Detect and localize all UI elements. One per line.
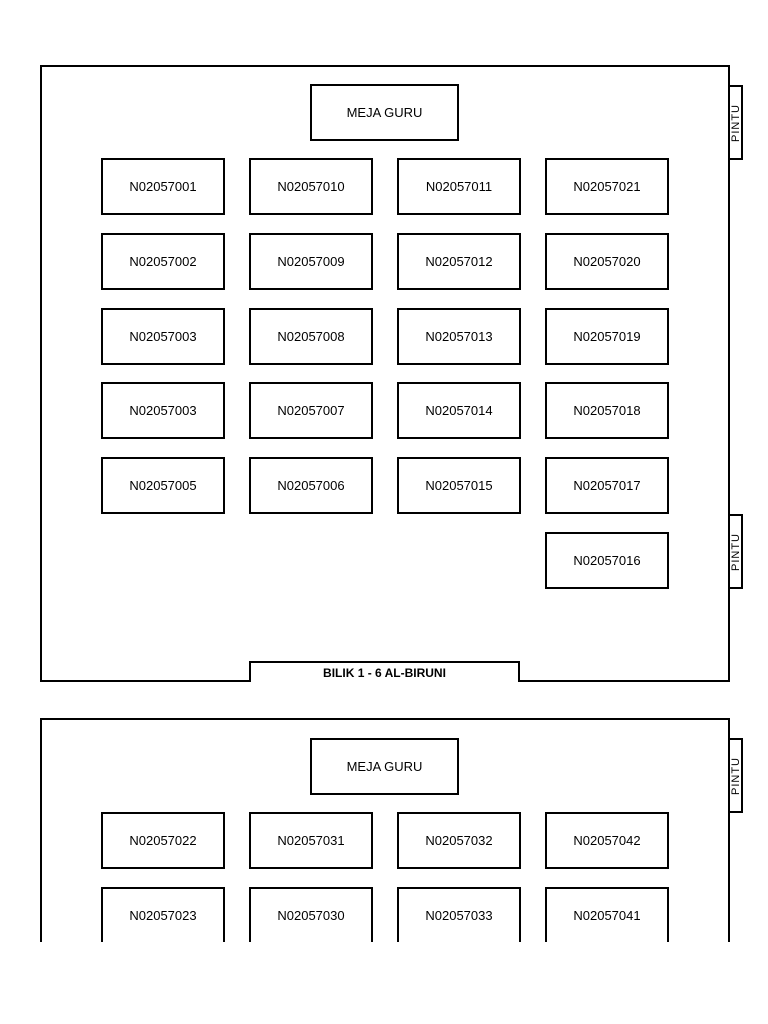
student-desk: N02057013 (397, 308, 521, 365)
student-desk: N02057001 (101, 158, 225, 215)
student-desk: N02057020 (545, 233, 669, 290)
student-desk: N02057032 (397, 812, 521, 869)
teacher-desk: MEJA GURU (310, 84, 459, 141)
student-desk: N02057018 (545, 382, 669, 439)
student-desk: N02057014 (397, 382, 521, 439)
student-desk: N02057021 (545, 158, 669, 215)
student-desk: N02057012 (397, 233, 521, 290)
teacher-desk: MEJA GURU (310, 738, 459, 795)
student-desk: N02057005 (101, 457, 225, 514)
student-desk: N02057031 (249, 812, 373, 869)
door-top: PINTU (730, 85, 743, 160)
student-desk: N02057033 (397, 887, 521, 944)
door-label: PINTU (729, 103, 742, 142)
student-desk: N02057022 (101, 812, 225, 869)
student-desk: N02057019 (545, 308, 669, 365)
page-cutoff (0, 942, 768, 1024)
student-desk: N02057016 (545, 532, 669, 589)
student-desk: N02057003 (101, 382, 225, 439)
student-desk: N02057017 (545, 457, 669, 514)
student-desk: N02057002 (101, 233, 225, 290)
door-top: PINTU (730, 738, 743, 813)
student-desk: N02057011 (397, 158, 521, 215)
door-bottom: PINTU (730, 514, 743, 589)
student-desk: N02057007 (249, 382, 373, 439)
student-desk: N02057010 (249, 158, 373, 215)
student-desk: N02057030 (249, 887, 373, 944)
student-desk: N02057003 (101, 308, 225, 365)
door-label: PINTU (729, 532, 742, 571)
student-desk: N02057042 (545, 812, 669, 869)
student-desk: N02057008 (249, 308, 373, 365)
student-desk: N02057009 (249, 233, 373, 290)
door-label: PINTU (729, 756, 742, 795)
student-desk: N02057041 (545, 887, 669, 944)
room-label: BILIK 1 - 6 AL-BIRUNI (249, 661, 520, 682)
student-desk: N02057006 (249, 457, 373, 514)
student-desk: N02057015 (397, 457, 521, 514)
student-desk: N02057023 (101, 887, 225, 944)
